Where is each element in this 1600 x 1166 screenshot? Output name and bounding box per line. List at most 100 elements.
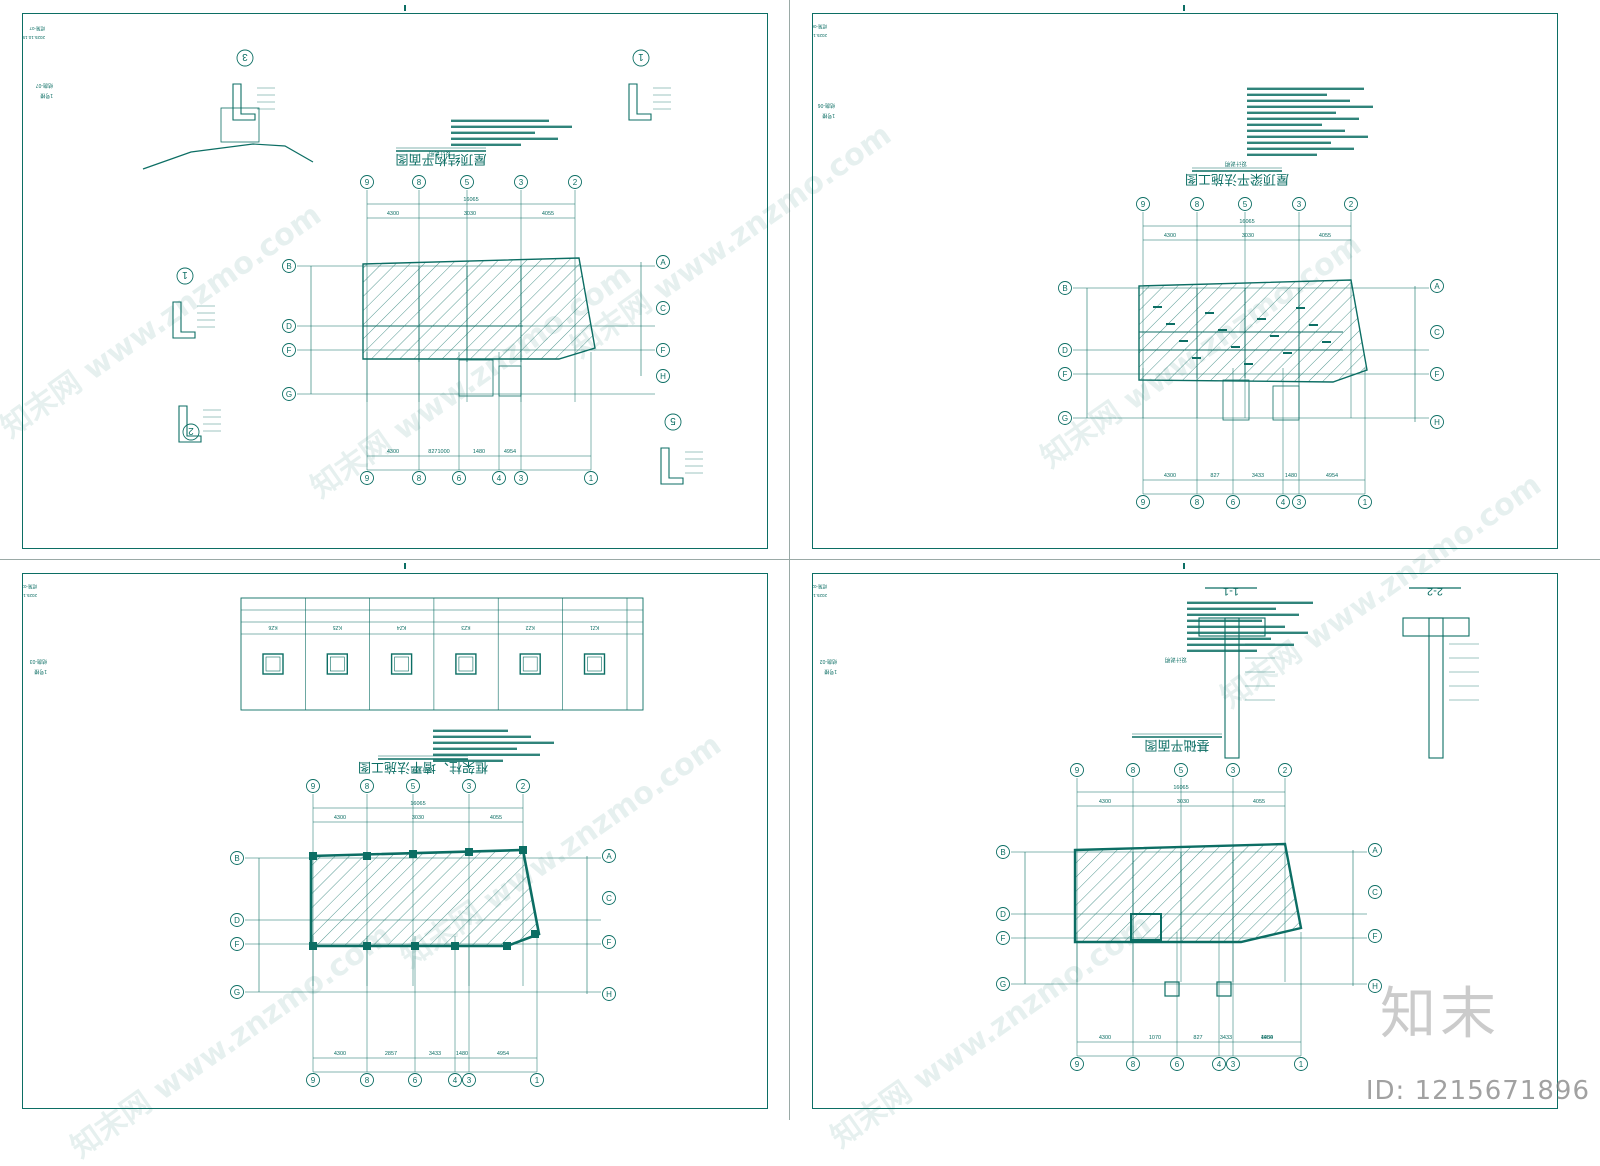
axis-bottom-8-1-circle [360, 1073, 374, 1087]
sheet-number: 结施-07 [36, 82, 53, 89]
axis-bottom-4-3-label: 4 [453, 1076, 458, 1085]
sheet-date: 2025.10.15 [23, 593, 37, 598]
axis-top-2-4-label: 2 [521, 782, 526, 791]
axis-left-D-1-label: D [234, 916, 240, 925]
axis-bottom-8-1-circle [1190, 495, 1204, 509]
axis-left-D-1-label: D [286, 322, 292, 331]
axis-bottom-3-4-label: 3 [1231, 1060, 1236, 1069]
axis-top-8-1-circle [1190, 197, 1204, 211]
column-6 [363, 942, 371, 950]
axis-bottom-6-2-label: 6 [457, 474, 462, 483]
sheet-project: 1号楼 [824, 668, 837, 675]
dim-bottom-3: 4954 [504, 449, 516, 455]
axis-top-2-4-label: 2 [1349, 200, 1354, 209]
axis-right-A-0-label: A [1434, 282, 1440, 291]
axis-bottom-1-5-circle [530, 1073, 544, 1087]
dim-total-label: 16065 [1239, 219, 1254, 225]
note-line-4 [1187, 625, 1285, 628]
building-outline [1073, 842, 1303, 944]
axis-bottom-4-3-label: 4 [497, 474, 502, 483]
axis-right-F-2-label: F [1435, 370, 1440, 379]
axis-left-D-1-circle [1058, 343, 1072, 357]
axis-top-5-2-label: 5 [1243, 200, 1248, 209]
axis-top-3-3-circle [1226, 763, 1240, 777]
note-line-1 [433, 753, 540, 756]
column-id-2: KZ4 [397, 624, 406, 630]
axis-bottom-4-3-circle [1212, 1057, 1226, 1071]
axis-top-2-4-circle [1344, 197, 1358, 211]
axis-left-F-2-circle [282, 343, 296, 357]
axis-left-F-2-circle [230, 937, 244, 951]
axis-top-3-3-circle [514, 175, 528, 189]
section-1-1: 1-1 [1198, 585, 1275, 759]
axis-left-B-0-label: B [1062, 284, 1067, 293]
axis-bottom-1-5-label: 1 [535, 1076, 540, 1085]
axis-left-B-0-circle [230, 851, 244, 865]
beam-annotation-8 [1257, 318, 1266, 320]
axis-top-2-4-circle [516, 779, 530, 793]
column-stirrup-3 [458, 656, 474, 672]
axis-top-5-2-label: 5 [411, 782, 416, 791]
axis-bottom-6-2-circle [1226, 495, 1240, 509]
column-id-1: KZ5 [332, 624, 341, 630]
note-line-2 [451, 131, 535, 134]
sheet-date: 2025.10.15 [23, 35, 45, 40]
axis-bottom-1-5-label: 1 [1363, 498, 1368, 507]
column-section-0 [262, 653, 284, 675]
axis-bottom-1-5-label: 1 [589, 474, 594, 483]
axis-right-C-1-circle [1368, 885, 1382, 899]
vertical-divider [789, 0, 790, 1120]
stair-block [1222, 379, 1250, 421]
dim-bottom-0: 4300 [334, 1051, 346, 1057]
brand-logo: 知末 [1380, 982, 1500, 1047]
axis-right-A-0-label: A [606, 852, 612, 861]
note-line-8 [1187, 601, 1313, 604]
axis-top-3-3-circle [1292, 197, 1306, 211]
column-id-4: KZ2 [525, 624, 534, 630]
axis-left-D-1-label: D [1000, 910, 1006, 919]
building-outline [1138, 279, 1368, 383]
notes-label: 设计说明 [428, 150, 451, 158]
axis-bottom-3-4-label: 3 [467, 1076, 472, 1085]
image-id-label: ID: 1215671896 [1365, 1076, 1590, 1106]
axis-right-F-2-label: F [661, 346, 666, 355]
notes-label: 设计说明 [1164, 656, 1187, 664]
detail-5-label: 5 [670, 415, 676, 426]
column-0 [309, 852, 317, 860]
section-2-2-wall [1428, 617, 1444, 759]
column-9 [503, 942, 511, 950]
center-tick-mid [404, 563, 406, 569]
axis-left-F-2-label: F [235, 940, 240, 949]
axis-right-H-3-label: H [1434, 418, 1440, 427]
axis-top-3-3-label: 3 [519, 178, 524, 187]
detail-2-section-shape [178, 405, 202, 443]
note-line-5 [433, 729, 508, 732]
note-line-4 [1247, 129, 1345, 132]
note-line-0 [1187, 649, 1257, 652]
axis-top-2-4-circle [568, 175, 582, 189]
axis-top-9-0-label: 9 [1075, 766, 1080, 775]
sheet-title: 基础平面图 [1144, 738, 1209, 753]
axis-bottom-9-0-label: 9 [1141, 498, 1146, 507]
pit-block [1130, 913, 1162, 941]
footing-1 [1164, 981, 1180, 997]
dim-top-0: 4300 [1099, 799, 1111, 805]
axis-top-9-0-circle [1070, 763, 1084, 777]
dim-bottom-3: 3433 [1220, 1035, 1232, 1041]
axis-top-8-1-label: 8 [417, 178, 422, 187]
note-line-6 [1187, 613, 1299, 616]
axis-left-G-3-label: G [286, 390, 292, 399]
note-line-3 [451, 125, 572, 128]
axis-bottom-4-3-circle [448, 1073, 462, 1087]
axis-bottom-3-4-circle [514, 471, 528, 485]
column-id-5: KZ1 [590, 624, 599, 630]
axis-bottom-9-0-label: 9 [365, 474, 370, 483]
note-line-2 [1247, 141, 1331, 144]
axis-top-5-2-circle [460, 175, 474, 189]
dim-top-0: 4300 [334, 815, 346, 821]
